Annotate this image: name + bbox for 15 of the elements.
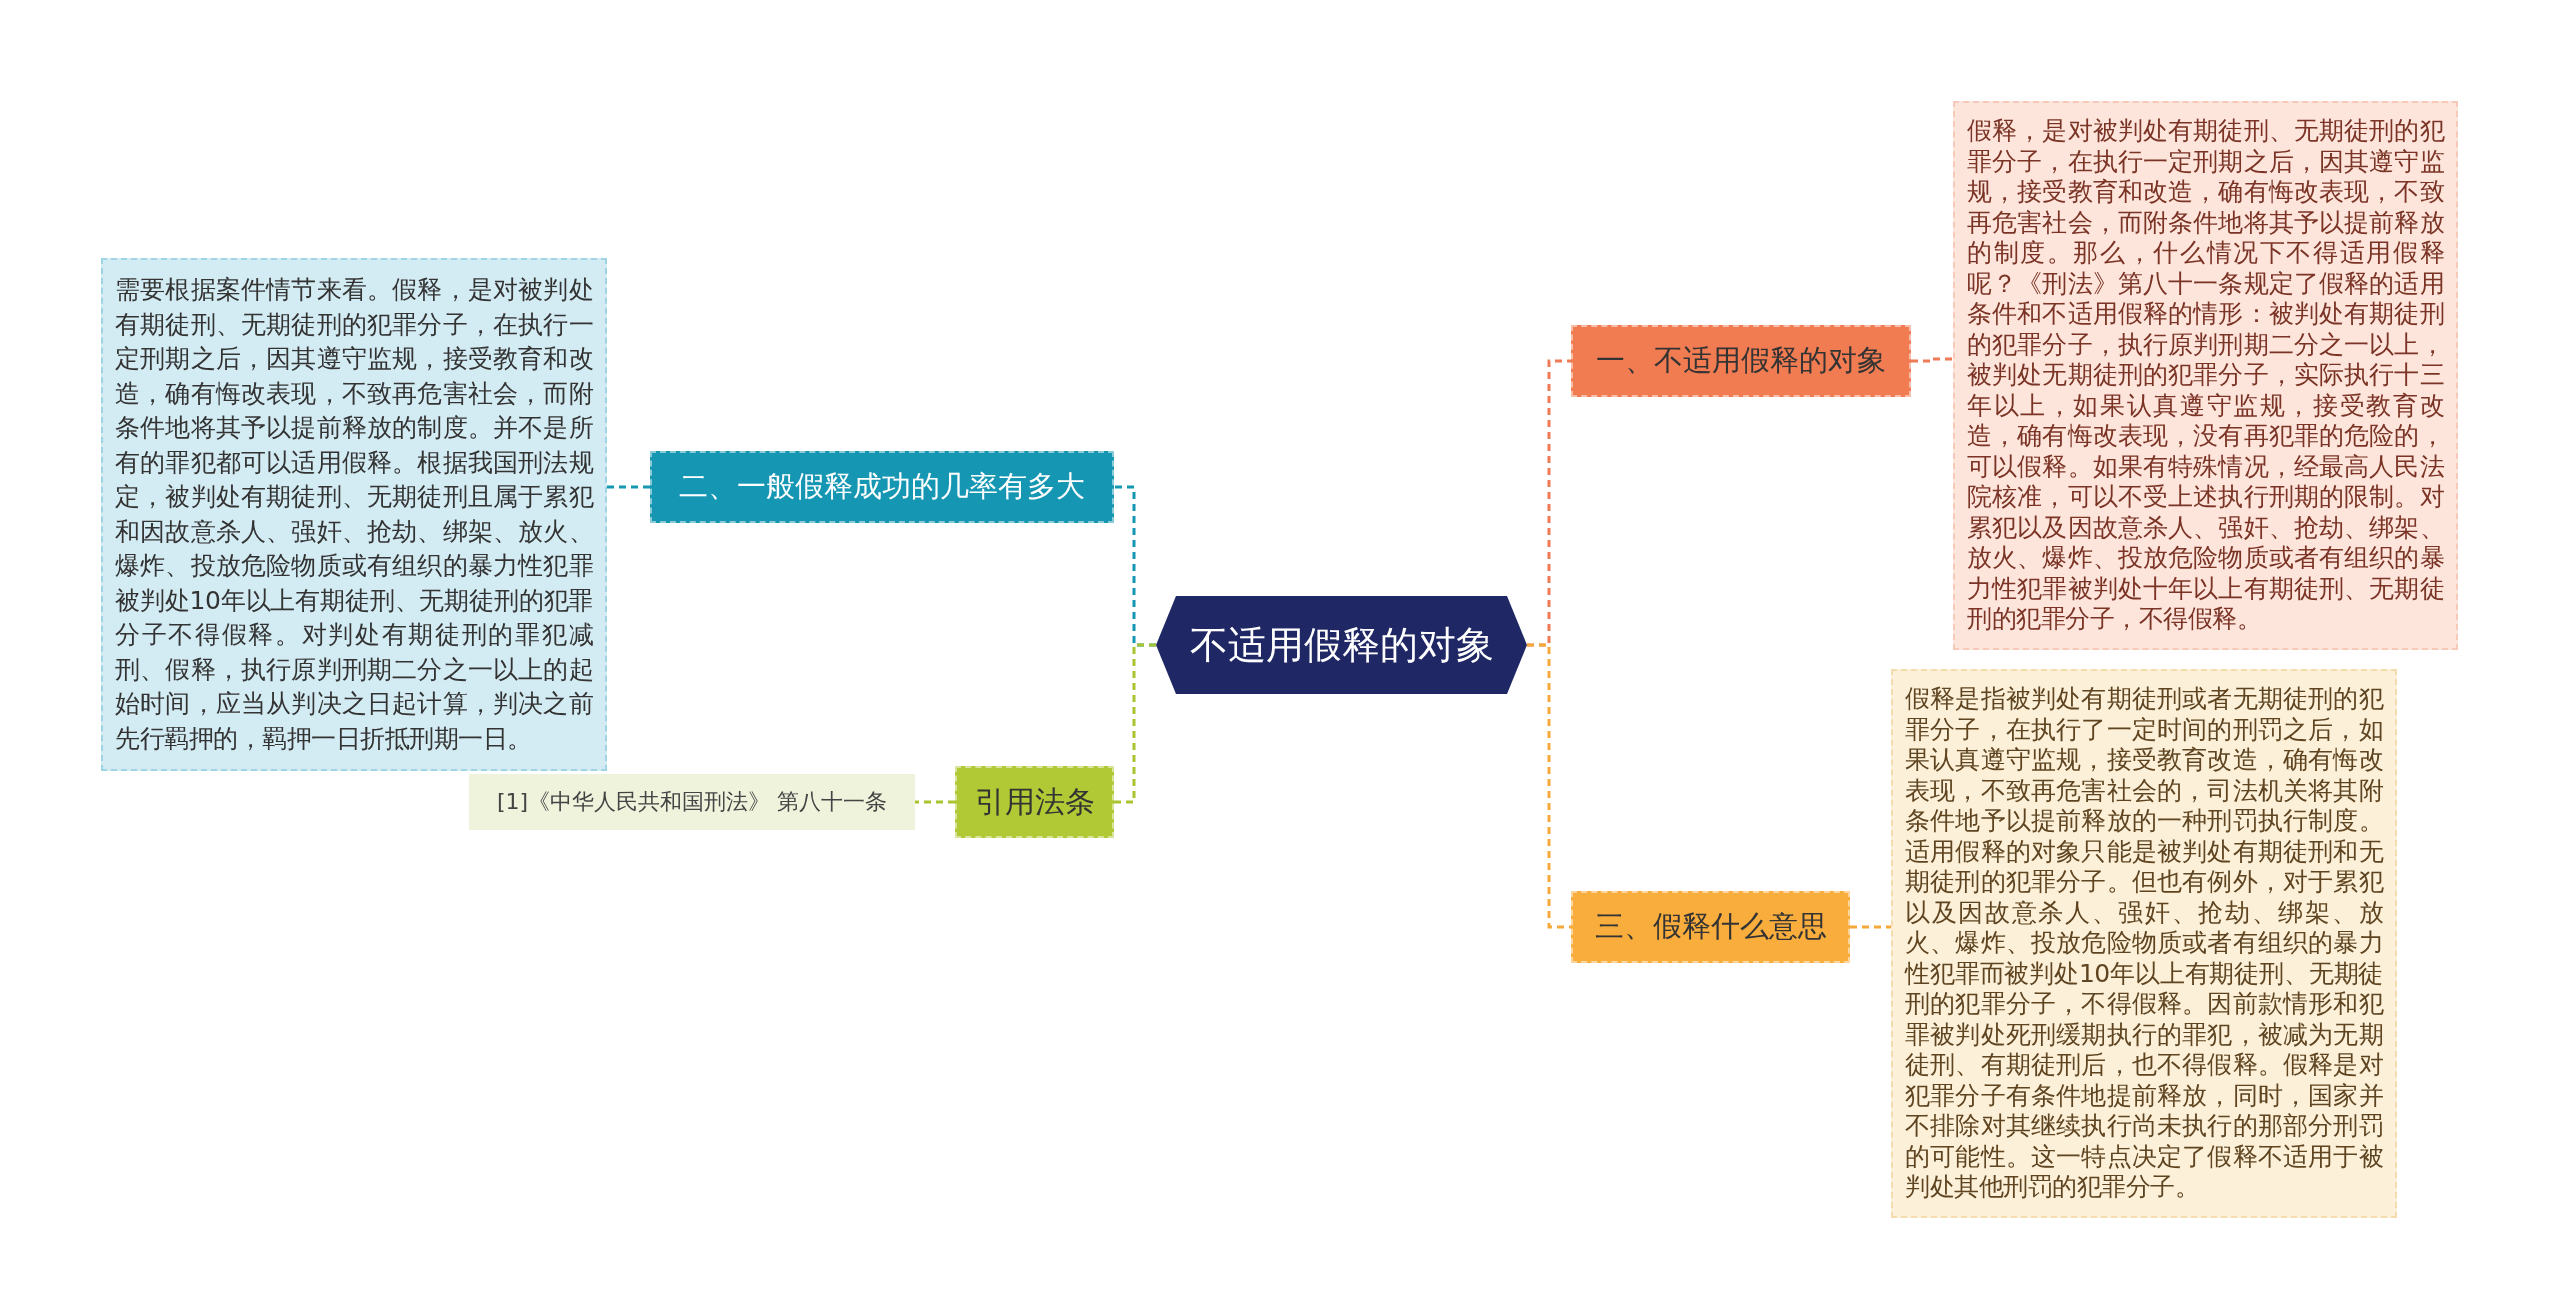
connector-line bbox=[915, 800, 955, 804]
text-box: 假释，是对被判处有期徒刑、无期徒刑的犯罪分子，在执行一定刑期之后，因其遵守监规，接受教育和改造，确有悔改表现，不致再危害社会，而附条件地将其予以提前释放的制度。那么，什么情况下不得适用假释呢？《刑法》第八十一条规定了假释的适用条件和不适用假释的情形：被判处有期徒刑的犯罪分子，执行原判刑期二分之一以上，被判处无期徒刑的犯罪分子，实际执行十三年以上，如果认真遵守监规，接受教育改造，确有悔改表现，没有再犯罪的危险的，可以假释。如果有特殊情况，经最高人民法院核准，可以不受上述执行刑期的限制。对累犯以及因故意杀人、强奸、抢劫、绑架、放火、爆炸、投放危险物质或者有组织的暴力性犯罪被判处十年以上有期徒刑、无期徒刑的犯罪分子，不得假释。 bbox=[1953, 101, 2458, 650]
topic-box: 引用法条 bbox=[955, 766, 1114, 838]
central-topic-hexagon: 不适用假释的对象 bbox=[1156, 596, 1527, 694]
connector-line bbox=[1850, 925, 1891, 929]
topic-box: 二、一般假释成功的几率有多大 bbox=[650, 451, 1114, 523]
connector-line bbox=[607, 485, 650, 489]
connector-line bbox=[1527, 643, 1571, 929]
topic-box: 一、不适用假释的对象 bbox=[1571, 325, 1911, 397]
connector-line bbox=[1114, 643, 1156, 804]
text-box: 假释是指被判处有期徒刑或者无期徒刑的犯罪分子，在执行了一定时间的刑罚之后，如果认真遵守监规，接受教育改造，确有悔改表现，不致再危害社会的，司法机关将其附条件地予以提前释放的一种刑罚执行制度。适用假释的对象只能是被判处有期徒刑和无期徒刑的犯罪分子。但也有例外，对于累犯以及因故意杀人、强奸、抢劫、绑架、放火、爆炸、投放危险物质或者有组织的暴力性犯罪而被判处10年以上有期徒刑、无期徒刑的犯罪分子，不得假释。因前款情形和犯罪被判处死刑缓期执行的罪犯，被减为无期徒刑、有期徒刑后，也不得假释。假释是对犯罪分子有条件地提前释放，同时，国家并不排除对其继续执行尚未执行的那部分刑罚的可能性。这一特点决定了假释不适用于被判处其他刑罚的犯罪分子。 bbox=[1891, 669, 2397, 1218]
text-box: 需要根据案件情节来看。假释，是对被判处有期徒刑、无期徒刑的犯罪分子，在执行一定刑期之后，因其遵守监规，接受教育和改造，确有悔改表现，不致再危害社会，而附条件地将其予以提前释放的制度。并不是所有的罪犯都可以适用假释。根据我国刑法规定，被判处有期徒刑、无期徒刑且属于累犯和因故意杀人、强奸、抢劫、绑架、放火、爆炸、投放危险物质或有组织的暴力性犯罪被判处10年以上有期徒刑、无期徒刑的犯罪分子不得假释。对判处有期徒刑的罪犯减刑、假释，执行原判刑期二分之一以上的起始时间，应当从判决之日起计算，判决之前先行羁押的，羁押一日折抵刑期一日。 bbox=[101, 258, 607, 771]
connector-line bbox=[1911, 357, 1953, 363]
topic-box: 三、假释什么意思 bbox=[1571, 891, 1850, 963]
citation-box: [1]《中华人民共和国刑法》 第八十一条 bbox=[469, 774, 915, 830]
